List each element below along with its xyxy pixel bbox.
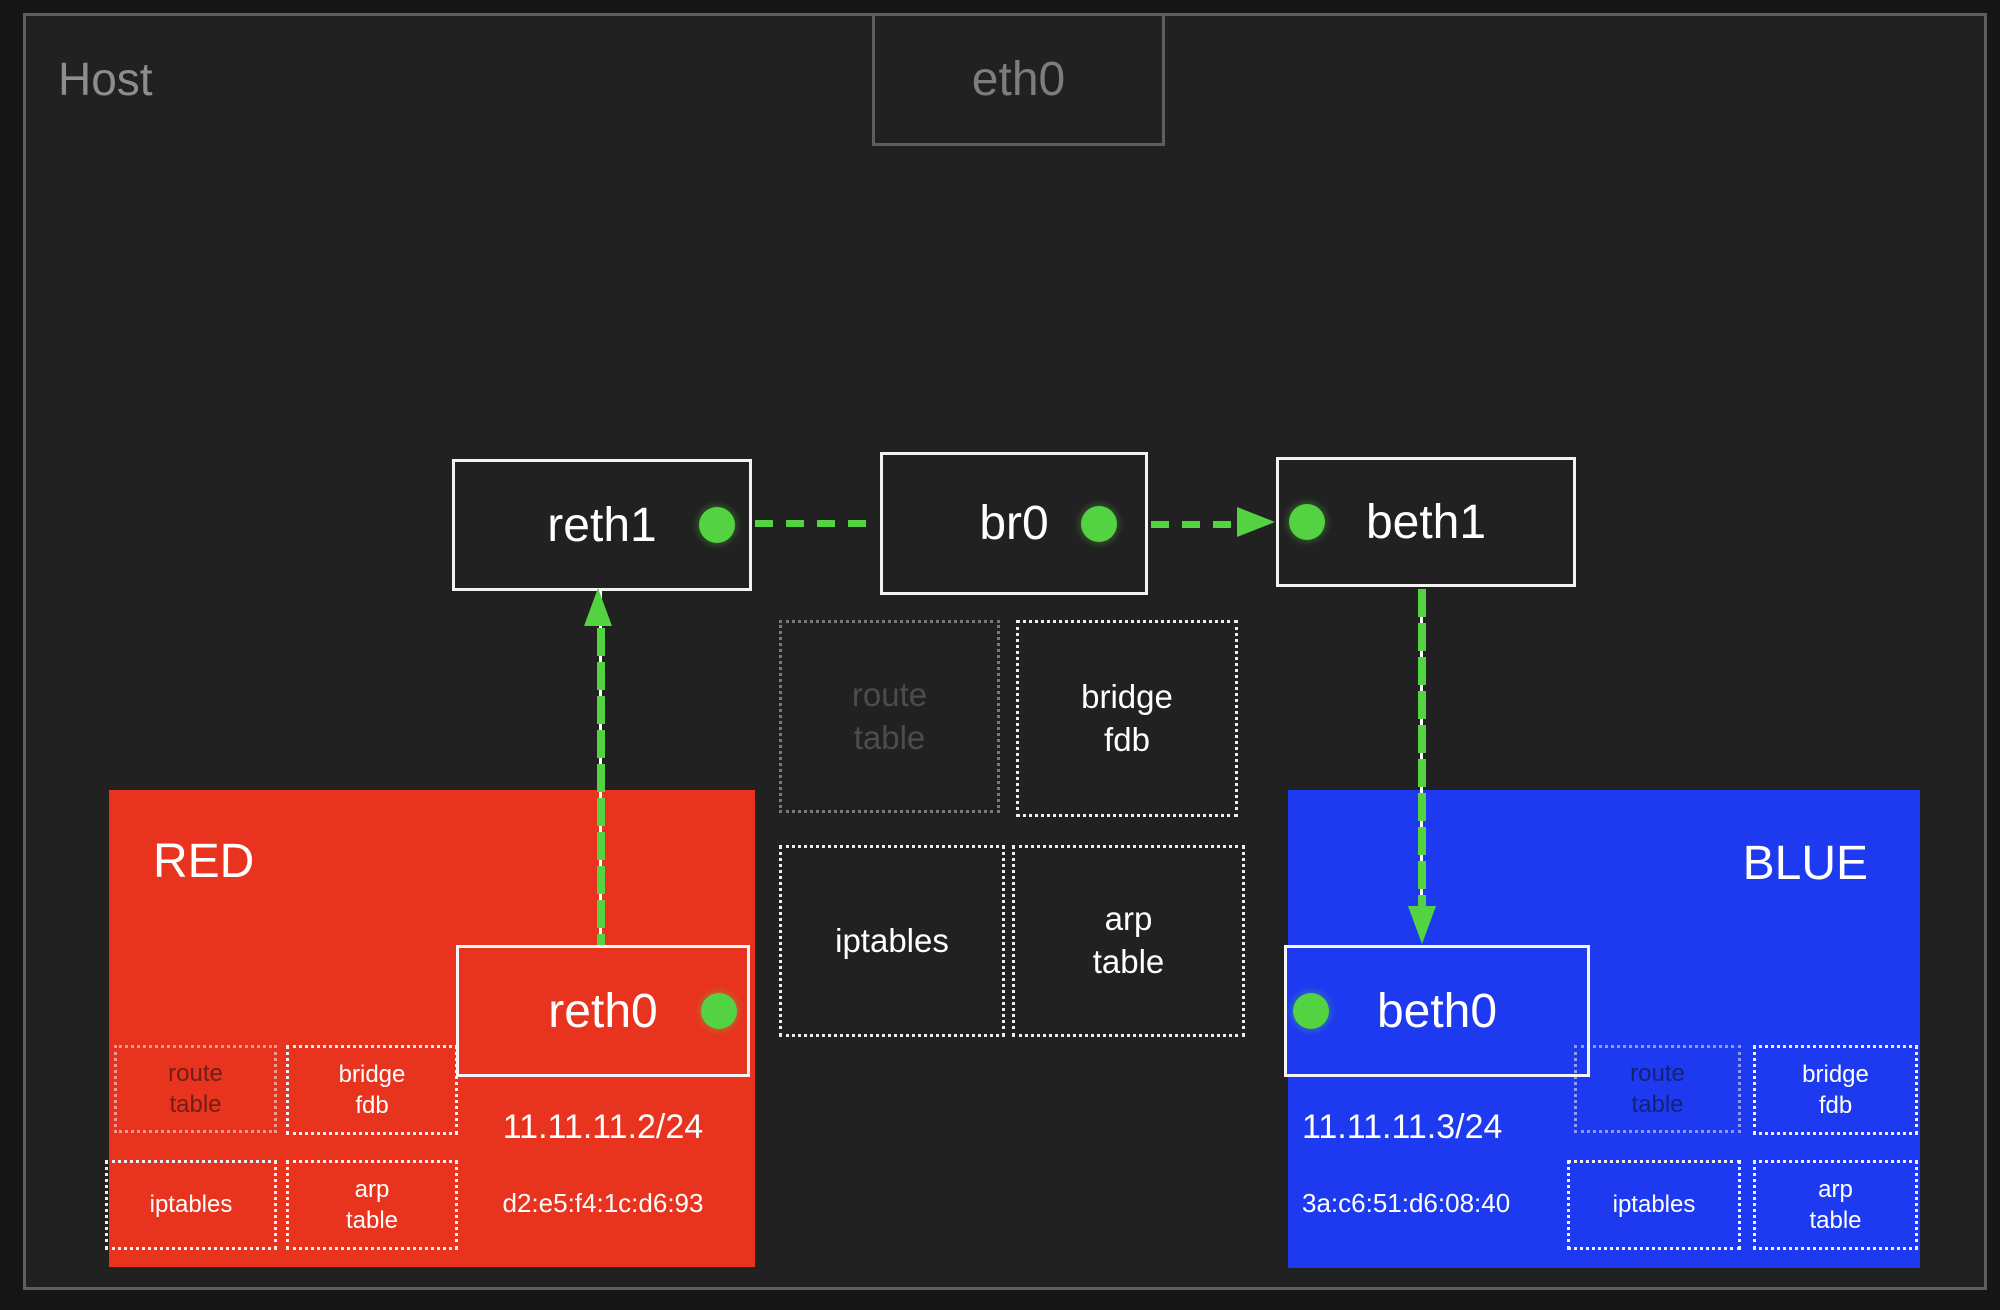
blue-arp-table-box: arp table <box>1753 1160 1918 1250</box>
reth0-box: reth0 <box>456 945 750 1077</box>
arrowhead-down-icon <box>1408 906 1436 944</box>
red-bridge-fdb-box: bridge fdb <box>286 1045 458 1135</box>
reth1-status-dot-icon <box>699 507 735 543</box>
beth1-label: beth1 <box>1365 495 1487 549</box>
host-bridge-fdb-box: bridge fdb <box>1016 620 1238 817</box>
beth1-status-dot-icon <box>1289 504 1325 540</box>
arrowhead-right-icon <box>1237 507 1275 537</box>
link-br0-beth1-dashed-line <box>1151 521 1237 528</box>
reth1-label: reth1 <box>547 498 657 552</box>
link-reth1-br0-dashed-line <box>755 520 877 527</box>
beth0-status-dot-icon <box>1293 993 1329 1029</box>
eth0-label: eth0 <box>971 53 1066 106</box>
blue-ip-address: 11.11.11.3/24 <box>1302 1108 1503 1146</box>
br0-box: br0 <box>880 452 1148 595</box>
beth1-box: beth1 <box>1276 457 1576 587</box>
red-iptables-box: iptables <box>105 1160 277 1250</box>
host-iptables-box: iptables <box>779 845 1005 1037</box>
host-route-table-box: route table <box>779 620 1000 813</box>
blue-bridge-fdb-box: bridge fdb <box>1753 1045 1918 1135</box>
red-mac-address: d2:e5:f4:1c:d6:93 <box>502 1188 704 1218</box>
namespace-blue: BLUE beth0 11.11.11.3/24 3a:c6:51:d6:08:… <box>1284 790 1920 1268</box>
beth0-label: beth0 <box>1376 984 1498 1038</box>
br0-status-dot-icon <box>1081 505 1117 542</box>
reth1-box: reth1 <box>452 459 752 591</box>
reth0-label: reth0 <box>548 984 658 1038</box>
eth0-box: eth0 <box>872 13 1165 146</box>
red-ip-address: 11.11.11.2/24 <box>502 1108 704 1146</box>
host-arp-table-box: arp table <box>1012 845 1245 1037</box>
reth0-status-dot-icon <box>701 993 737 1029</box>
red-namespace-label: RED <box>153 835 255 888</box>
red-route-table-box: route table <box>114 1045 277 1133</box>
arrowhead-up-icon <box>584 588 612 626</box>
link-reth0-reth1-dashed-line <box>597 628 605 945</box>
namespace-red: RED reth0 11.11.11.2/24 d2:e5:f4:1c:d6:9… <box>105 790 755 1267</box>
beth0-box: beth0 <box>1284 945 1590 1077</box>
host-label: Host <box>58 53 153 105</box>
red-arp-table-box: arp table <box>286 1160 458 1250</box>
blue-mac-address: 3a:c6:51:d6:08:40 <box>1302 1188 1511 1218</box>
br0-label: br0 <box>979 497 1049 550</box>
blue-namespace-label: BLUE <box>1742 837 1868 890</box>
blue-iptables-box: iptables <box>1567 1160 1741 1250</box>
blue-route-table-box: route table <box>1574 1045 1741 1133</box>
link-beth1-beth0-dashed-line <box>1418 589 1426 906</box>
